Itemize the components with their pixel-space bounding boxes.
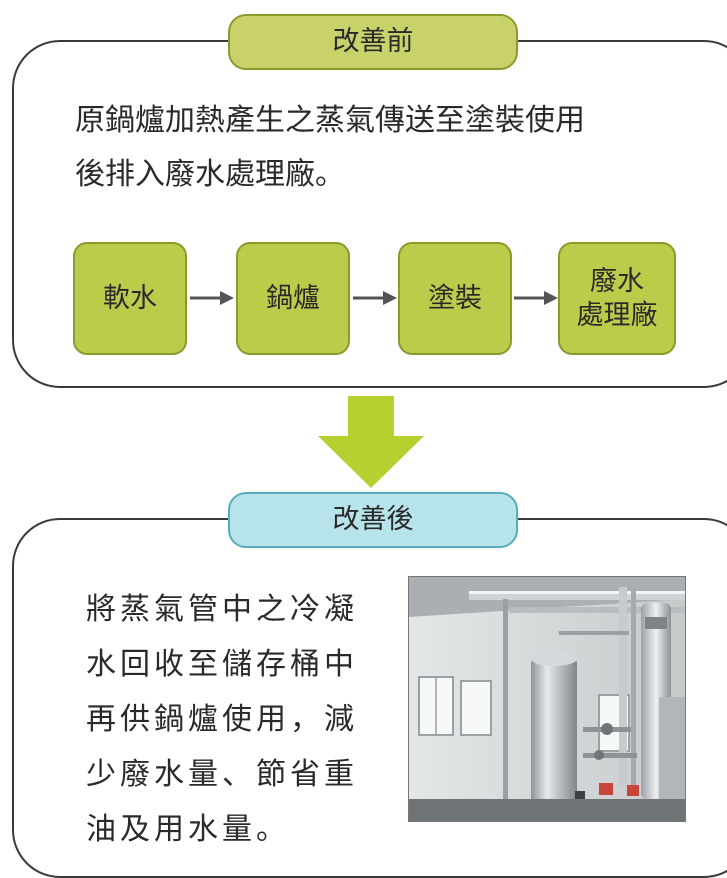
after-description-line-3: 再供鍋爐使用，減 [86, 702, 358, 737]
after-description-line-1: 將蒸氣管中之冷凝 [86, 592, 358, 627]
flow-box-soft-water: 軟水 [73, 242, 187, 355]
flow-arrow-2 [353, 291, 397, 305]
condensate-recovery-photo [408, 576, 686, 822]
flow-box-boiler: 鍋爐 [236, 242, 350, 355]
after-tab: 改善後 [228, 492, 518, 548]
flow-box-wastewater-plant: 廢水 處理廠 [558, 242, 676, 355]
after-description-line-2: 水回收至儲存桶中 [86, 647, 358, 682]
flow-arrow-3 [514, 291, 558, 305]
down-transition-arrow [318, 396, 424, 488]
flow-arrow-1 [190, 291, 234, 305]
before-description-line-1: 原鍋爐加熱產生之蒸氣傳送至塗裝使用 [75, 103, 585, 138]
before-tab: 改善前 [228, 14, 518, 70]
after-description-line-4: 少廢水量、節省重 [86, 757, 358, 792]
flow-box-painting: 塗裝 [398, 242, 512, 355]
after-description-line-5: 油及用水量。 [86, 812, 290, 847]
before-description-line-2: 後排入廢水處理廠。 [75, 157, 345, 192]
